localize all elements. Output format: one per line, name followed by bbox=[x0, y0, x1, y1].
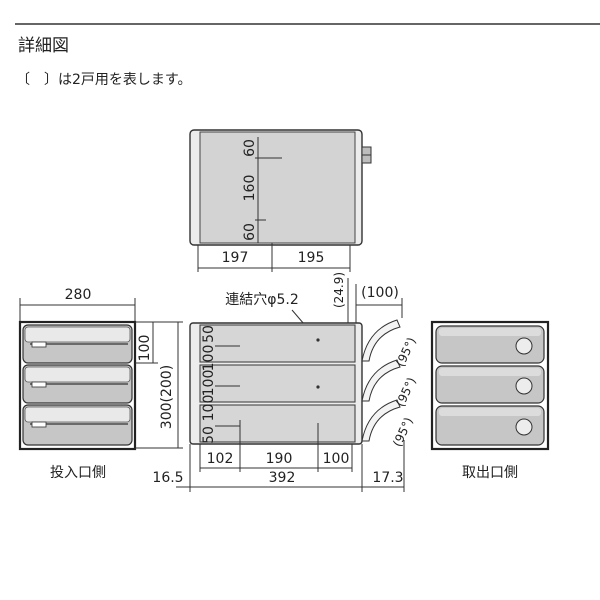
lock-icon-2 bbox=[515, 377, 533, 395]
top-view-width-left: 197 bbox=[222, 250, 249, 266]
insert-tab-2 bbox=[31, 381, 47, 388]
hole-pitch-2: 100 bbox=[201, 345, 217, 372]
side-view: 連結穴φ5.2 (24.9) (100) (95°) (95°) (95°) 5… bbox=[152, 272, 419, 492]
insert-flap-1 bbox=[24, 326, 131, 343]
overall-dim-right: 17.3 bbox=[372, 470, 403, 486]
overall-dim-left: 16.5 bbox=[152, 470, 183, 486]
top-view-width-right: 195 bbox=[298, 250, 325, 266]
door-depth-label: (100) bbox=[361, 285, 399, 301]
retrieve-highlight-1 bbox=[439, 328, 541, 336]
hole-pitch-1: 50 bbox=[201, 325, 217, 343]
insert-side-caption: 投入口側 bbox=[50, 465, 106, 481]
top-view-dim-lower: 60 bbox=[242, 223, 258, 241]
door-3 bbox=[361, 399, 401, 442]
top-view-dim-middle: 160 bbox=[242, 175, 258, 202]
side-box-3 bbox=[199, 404, 356, 443]
hole-dim-3: 100 bbox=[323, 451, 350, 467]
insert-flap-3 bbox=[24, 406, 131, 423]
insert-tab-3 bbox=[31, 421, 47, 428]
bracket-note: 〔 〕は2戸用を表します。 bbox=[16, 72, 192, 88]
hole-dim-1: 102 bbox=[207, 451, 234, 467]
top-view-dim-upper: 60 bbox=[242, 139, 258, 157]
side-box-2 bbox=[199, 364, 356, 403]
hole-pitch-4: 100 bbox=[201, 395, 217, 422]
door-angle-1: (95°) bbox=[393, 335, 419, 369]
unit-height-label: 100 bbox=[137, 335, 153, 362]
top-view-body bbox=[199, 131, 356, 244]
insert-width-label: 280 bbox=[65, 287, 92, 303]
offset-label: (24.9) bbox=[332, 272, 346, 308]
retrieve-side-caption: 取出口側 bbox=[462, 465, 518, 481]
door-angle-2: (95°) bbox=[393, 375, 419, 409]
connecting-hole-label: 連結穴φ5.2 bbox=[225, 292, 299, 308]
page-title: 詳細図 bbox=[18, 36, 69, 56]
door-1 bbox=[361, 319, 401, 362]
total-height-label: 300(200) bbox=[159, 365, 175, 429]
front-insert-view: 280 100 300(200) 投入口側 bbox=[18, 287, 183, 481]
door-angle-3: (95°) bbox=[390, 415, 416, 449]
overall-dim-depth: 392 bbox=[269, 470, 296, 486]
connecting-hole-1 bbox=[316, 338, 320, 342]
retrieve-highlight-3 bbox=[439, 408, 541, 416]
insert-flap-2 bbox=[24, 366, 131, 383]
lock-icon-1 bbox=[515, 337, 533, 355]
side-box-1 bbox=[199, 324, 356, 363]
front-retrieve-view: 取出口側 bbox=[430, 320, 550, 481]
retrieve-highlight-2 bbox=[439, 368, 541, 376]
insert-tab-1 bbox=[31, 341, 47, 348]
hole-dim-2: 190 bbox=[266, 451, 293, 467]
door-2 bbox=[361, 359, 401, 402]
connecting-hole-2 bbox=[316, 385, 320, 389]
hole-pitch-5: 50 bbox=[201, 426, 217, 444]
top-view: 60 160 60 197 195 bbox=[189, 129, 372, 272]
hole-pitch-3: 100 bbox=[201, 370, 217, 397]
lock-icon-3 bbox=[515, 418, 533, 436]
